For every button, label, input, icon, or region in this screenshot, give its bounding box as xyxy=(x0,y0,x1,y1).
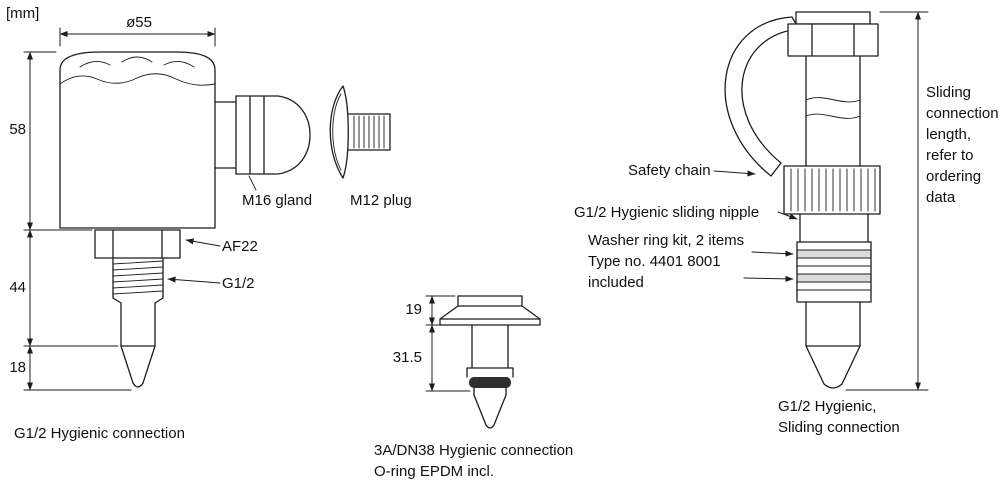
dimension-diameter xyxy=(59,27,216,47)
nipple-tip xyxy=(805,301,861,389)
sliding-length-note: Sliding connection length, refer to orde… xyxy=(926,84,999,206)
threaded-section-g12 xyxy=(112,257,164,304)
dim-58-label: 58 xyxy=(9,121,26,138)
m16-leader-line xyxy=(248,175,257,191)
g12-thread-label: G1/2 xyxy=(222,275,255,292)
sliding-nut xyxy=(783,165,881,215)
figure-right-caption: G1/2 Hygienic, Sliding connection xyxy=(778,398,900,436)
washer-ring-kit-label: Washer ring kit, 2 items Type no. 4401 8… xyxy=(588,232,745,291)
m12-plug-label: M12 plug xyxy=(350,192,412,209)
sensor-head-cap xyxy=(59,51,216,86)
o-ring xyxy=(469,377,511,388)
cable-gland xyxy=(214,95,311,175)
figure-right xyxy=(713,11,929,391)
dimension-middle xyxy=(425,295,471,392)
figure-middle-caption: 3A/DN38 Hygienic connection O-ring EPDM … xyxy=(374,442,574,480)
clamp-flange xyxy=(439,295,541,326)
dim-diameter-label: ø55 xyxy=(126,14,152,31)
dimension-heights xyxy=(23,51,132,391)
hex-nut-af22 xyxy=(94,229,181,259)
dim-31-5-label: 31.5 xyxy=(392,349,422,366)
m12-plug-part xyxy=(329,85,391,179)
tube xyxy=(805,55,861,167)
figure-middle xyxy=(425,295,541,429)
sensor-tip xyxy=(120,302,156,388)
dimension-sliding-length xyxy=(845,11,929,391)
safety-chain-shape xyxy=(724,16,800,177)
m16-gland-label: M16 gland xyxy=(242,192,313,209)
dim-18-label: 18 xyxy=(9,359,26,376)
dim-44-label: 44 xyxy=(9,279,26,296)
figure-left-caption: G1/2 Hygienic connection xyxy=(14,425,185,442)
sliding-nipple-label: G1/2 Hygienic sliding nipple xyxy=(574,204,760,221)
figure-left xyxy=(23,27,391,391)
washer-stack xyxy=(796,241,872,303)
safety-chain-label: Safety chain xyxy=(628,162,711,179)
leader-lines-left xyxy=(167,238,221,284)
sliding-nipple xyxy=(796,213,872,243)
fitting-stem xyxy=(466,324,514,378)
top-nut xyxy=(787,11,879,57)
af22-label: AF22 xyxy=(222,238,258,255)
sensor-body xyxy=(59,83,216,229)
label-arrows-right xyxy=(713,170,798,282)
fitting-tip xyxy=(473,387,507,429)
dim-19-label: 19 xyxy=(405,301,422,318)
unit-label: [mm] xyxy=(6,5,40,22)
